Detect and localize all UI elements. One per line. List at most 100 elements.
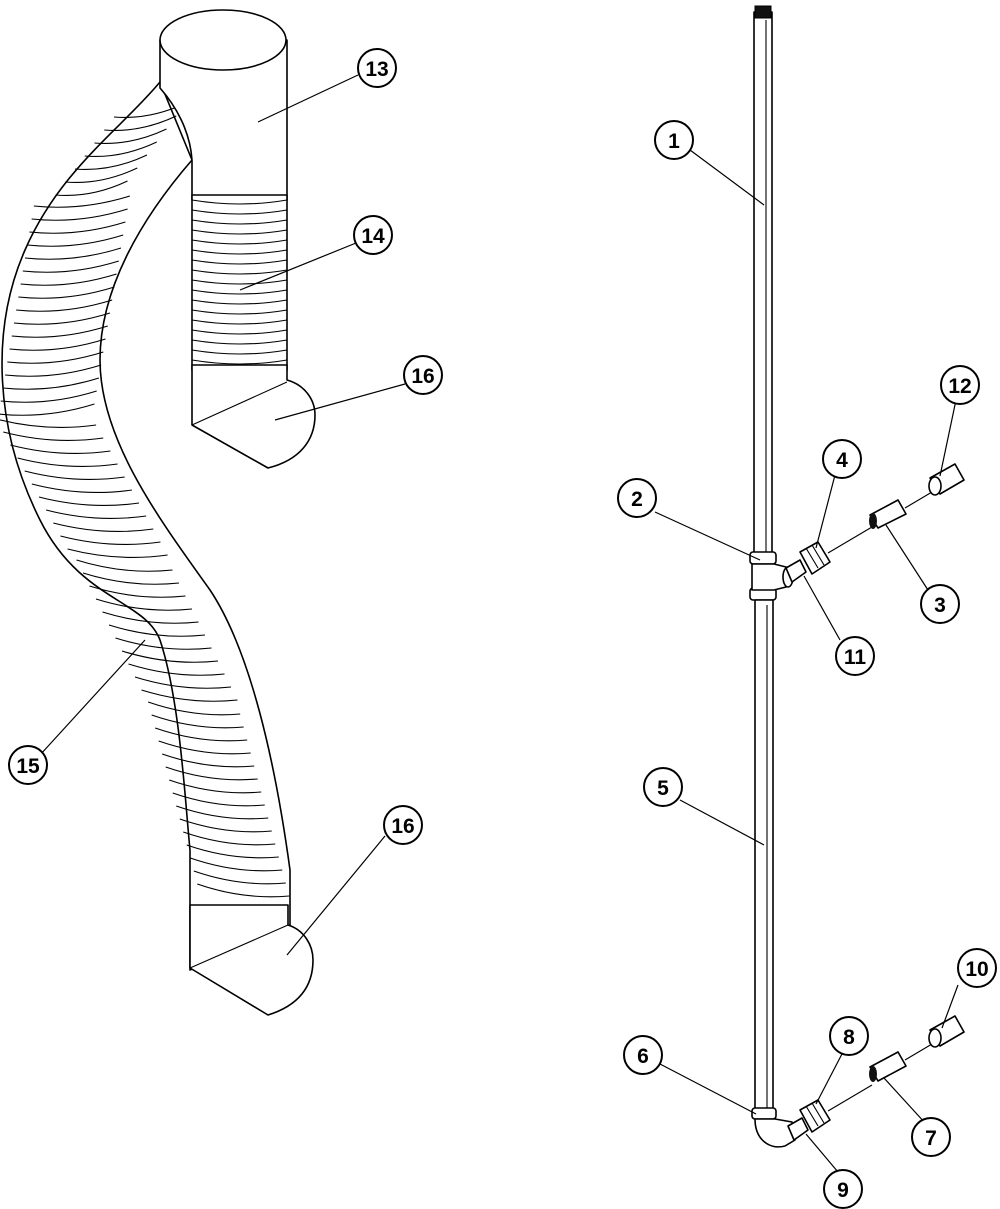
hose-rib — [74, 154, 148, 170]
hose-rib — [53, 522, 154, 532]
svg-text:7: 7 — [925, 1127, 937, 1150]
hose-rib — [20, 273, 117, 286]
flex-section-part-14 — [191, 194, 288, 371]
svg-text:16: 16 — [411, 365, 434, 388]
hose-rib — [18, 286, 115, 299]
callout-10: 10 — [957, 948, 997, 988]
flex-section-rib — [191, 229, 288, 235]
hose-rib — [94, 128, 167, 144]
callout-14: 14 — [353, 215, 393, 255]
hose-rib — [176, 805, 269, 820]
nipple-part-9 — [787, 1117, 809, 1141]
union-part-8 — [799, 1099, 831, 1133]
hose-rib — [108, 624, 206, 637]
hose-rib — [197, 883, 290, 898]
hose-rib — [162, 753, 255, 768]
hose-rib — [33, 195, 130, 208]
svg-text:2: 2 — [631, 488, 643, 511]
svg-text:13: 13 — [365, 58, 388, 81]
boot-part-16-upper — [191, 364, 316, 469]
callout-9: 9 — [823, 1169, 863, 1209]
hose-rib — [179, 818, 272, 833]
hose-rib — [193, 870, 286, 885]
flex-section-rib — [191, 319, 288, 325]
hose-rib — [67, 548, 168, 558]
callout-4: 4 — [822, 439, 862, 479]
cap-part-12 — [928, 463, 965, 496]
hose-rib — [183, 831, 276, 846]
hose-rib — [5, 364, 102, 377]
hose-rib — [115, 637, 212, 650]
svg-text:9: 9 — [837, 1179, 849, 1202]
hose-rib — [16, 299, 113, 312]
svg-text:16: 16 — [391, 815, 414, 838]
hose-rib — [141, 689, 238, 702]
hose-rib — [102, 611, 199, 624]
hose-rib — [151, 714, 244, 729]
boot-part-16-lower — [189, 904, 314, 1016]
hose-rib — [0, 390, 97, 403]
svg-text:5: 5 — [657, 777, 669, 800]
flex-section-rib — [191, 259, 288, 265]
collar-part-13 — [159, 9, 288, 201]
svg-text:8: 8 — [843, 1026, 855, 1049]
svg-text:12: 12 — [948, 375, 971, 398]
hose-rib — [76, 559, 173, 572]
svg-text:11: 11 — [844, 646, 867, 669]
nipple-part-7 — [869, 1051, 907, 1082]
flex-section-rib — [191, 199, 288, 205]
callout-6: 6 — [623, 1035, 663, 1075]
hose-rib — [158, 740, 251, 755]
flex-section-rib — [191, 339, 288, 345]
callout-12: 12 — [940, 365, 980, 405]
flex-section-rib — [191, 299, 288, 305]
svg-text:4: 4 — [836, 449, 848, 472]
hose-rib — [9, 338, 106, 351]
pipe-part-1 — [753, 5, 773, 561]
svg-text:6: 6 — [637, 1045, 649, 1068]
leader-lines — [39, 74, 959, 1173]
hose-rib — [10, 444, 111, 454]
svg-text:14: 14 — [361, 225, 385, 248]
hose-rib — [60, 535, 161, 545]
flex-section-rib — [191, 309, 288, 315]
hose-rib — [134, 676, 232, 689]
callout-1: 1 — [654, 120, 694, 160]
hose-rib — [2, 377, 100, 390]
hose-rib — [154, 727, 248, 742]
hose-rib — [31, 208, 128, 221]
flex-section-rib — [191, 209, 288, 215]
svg-text:10: 10 — [965, 958, 988, 981]
callout-11: 11 — [835, 636, 875, 676]
flex-section-rib — [191, 269, 288, 275]
hose-rib — [0, 403, 95, 416]
flex-section-rib — [191, 359, 288, 365]
callout-16-upper: 16 — [403, 355, 443, 395]
hose-rib — [27, 234, 124, 247]
hose-rib — [104, 115, 177, 131]
hose-rib — [0, 419, 97, 428]
callout-3: 3 — [920, 584, 960, 624]
hose-rib — [31, 483, 132, 493]
nipple-part-3 — [869, 499, 907, 529]
hose-rib — [7, 351, 104, 364]
hose-rib — [84, 141, 157, 157]
flex-section-rib — [191, 249, 288, 255]
hose-rib — [190, 857, 283, 872]
hose-rib — [13, 312, 111, 325]
callout-15: 15 — [8, 745, 48, 785]
flex-section-rib — [191, 289, 288, 295]
hose-rib — [3, 431, 104, 441]
callout-13: 13 — [357, 48, 397, 88]
flex-section-rib — [191, 279, 288, 285]
hose-rib — [11, 325, 108, 338]
flex-duct-hose — [0, 81, 291, 971]
hose-rib — [55, 180, 128, 196]
hose-rib — [46, 509, 147, 519]
flex-section-rib — [191, 239, 288, 245]
hose-rib — [24, 470, 125, 480]
union-part-4 — [799, 541, 831, 575]
svg-text:3: 3 — [934, 594, 946, 617]
callout-2: 2 — [617, 478, 657, 518]
